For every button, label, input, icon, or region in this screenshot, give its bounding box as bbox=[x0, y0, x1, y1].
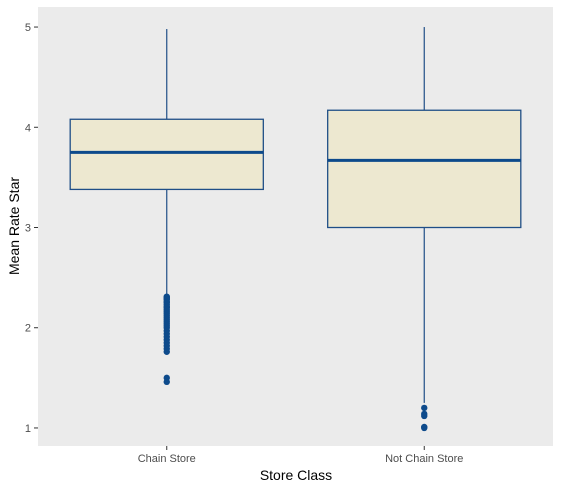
y-tick-label: 5 bbox=[25, 22, 31, 34]
box-group-chain-store bbox=[69, 29, 264, 386]
box-group-not-chain-store bbox=[327, 27, 522, 432]
iqr-box bbox=[69, 118, 264, 191]
y-tick-label: 1 bbox=[25, 423, 31, 435]
outlier-point bbox=[421, 412, 428, 420]
y-tick-label: 2 bbox=[25, 323, 31, 335]
y-axis: 1 2 3 4 5 bbox=[25, 22, 38, 435]
outlier-point bbox=[421, 404, 428, 412]
iqr-box bbox=[327, 109, 522, 229]
y-tick-label: 4 bbox=[25, 122, 31, 134]
outlier-point bbox=[163, 378, 170, 386]
x-tick-label: Not Chain Store bbox=[385, 453, 463, 465]
x-tick-label: Chain Store bbox=[138, 453, 196, 465]
x-axis-title: Store Class bbox=[260, 467, 332, 483]
y-axis-title: Mean Rate Star bbox=[6, 177, 22, 275]
y-tick-label: 3 bbox=[25, 223, 31, 235]
x-axis: Chain Store Not Chain Store bbox=[138, 446, 463, 465]
outlier-point bbox=[421, 424, 428, 432]
outlier-point bbox=[163, 348, 170, 355]
boxes-layer bbox=[69, 27, 522, 432]
